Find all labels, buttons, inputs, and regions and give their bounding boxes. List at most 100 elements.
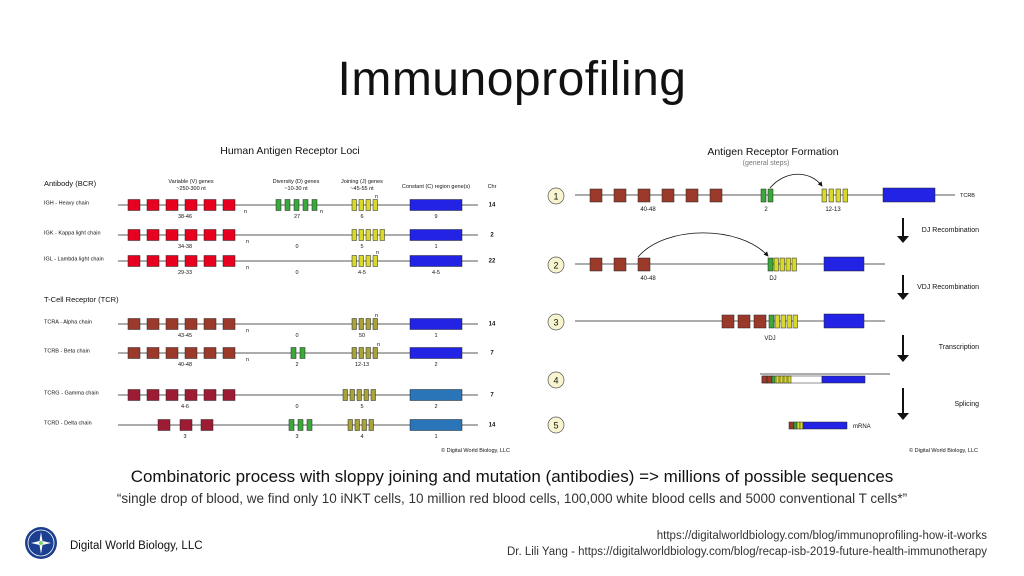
d-gene-segment	[275, 199, 282, 211]
v-gene-segment	[184, 347, 198, 359]
v-gene-segment	[165, 347, 179, 359]
d-gene-segment	[771, 375, 776, 384]
step-circle	[547, 187, 565, 205]
locus-name: IGL - Lambda light chain	[44, 257, 104, 263]
d-gene-count: 0	[295, 333, 298, 339]
v-gene-count: 3	[183, 434, 186, 440]
j-gene-segment	[356, 389, 362, 401]
j-gene-segment	[365, 255, 371, 267]
j-gene-segment	[372, 318, 378, 330]
j-gene-count: 5	[360, 244, 363, 250]
chr-header: Chr	[488, 184, 497, 190]
v-gene-count: 38-46	[178, 214, 192, 220]
reference-link-2[interactable]: Dr. Lili Yang - https://digitalworldbiol…	[506, 546, 987, 558]
chromosome-number: 7	[490, 393, 494, 399]
d-genes-header: Diversity (D) genes	[273, 179, 320, 185]
j-gene-segment	[358, 255, 364, 267]
d-gene-segment	[297, 419, 304, 431]
j-gene-segment	[787, 375, 792, 384]
j-genes-size: ~45-55 nt	[350, 186, 374, 192]
v-gene-segment	[165, 255, 179, 267]
n-marker: n	[246, 357, 249, 363]
chromosome-number: 14	[489, 203, 496, 209]
v-gene-segment	[222, 229, 236, 241]
digital-world-biology-logo-icon	[25, 527, 57, 559]
j-gene-segment	[774, 314, 780, 329]
step5-mrna: mRNA	[788, 421, 871, 430]
v-gene-segment	[222, 389, 236, 401]
v-gene-segment	[157, 419, 171, 431]
locus-name: IGK - Kappa light chain	[44, 231, 101, 237]
c-gene-segment	[409, 419, 463, 431]
j-gene-segment	[351, 229, 357, 241]
vdj-label: VDJ	[764, 336, 775, 342]
d-count-label: 2	[764, 207, 768, 213]
step3-vdj-recombined: VDJ	[575, 313, 885, 342]
v-gene-segment	[146, 255, 160, 267]
j-gene-segment	[351, 318, 357, 330]
d-gene-segment	[768, 314, 775, 329]
c-gene-segment	[823, 256, 865, 272]
v-gene-segment	[589, 188, 603, 203]
reference-link-1[interactable]: https://digitalworldbiology.com/blog/imm…	[656, 530, 987, 542]
j-gene-segment	[351, 199, 357, 211]
j-gene-count: 6	[360, 214, 363, 220]
n-marker: n	[246, 328, 249, 334]
c-gene-segment	[409, 199, 463, 211]
j-gene-segment	[775, 375, 780, 384]
d-gene-segment	[293, 199, 300, 211]
j-gene-segment	[372, 347, 378, 359]
v-gene-segment	[146, 318, 160, 330]
d-gene-count: 3	[295, 434, 298, 440]
arrow-head	[897, 236, 909, 243]
n-marker: n	[376, 250, 379, 256]
v-gene-count: 34-38	[178, 244, 192, 250]
j-gene-segment	[365, 229, 371, 241]
c-gene-count: 1	[434, 434, 437, 440]
j-genes-header: Joining (J) genes	[341, 179, 383, 185]
j-gene-segment	[779, 375, 784, 384]
j-gene-segment	[361, 419, 367, 431]
j-gene-segment	[358, 229, 364, 241]
process-step-arrow: Transcription	[897, 335, 979, 362]
v-gene-segment	[200, 419, 214, 431]
v-gene-segment	[184, 199, 198, 211]
j-gene-count: 4	[360, 434, 363, 440]
c-gene-segment	[882, 187, 936, 203]
j-gene-segment	[365, 318, 371, 330]
v-gene-segment	[203, 389, 217, 401]
v-gene-count: 43-45	[178, 333, 192, 339]
j-gene-segment	[796, 421, 801, 430]
v-genes-header: Variable (V) genes	[168, 179, 213, 185]
j-gene-segment	[785, 257, 791, 272]
v-gene-segment	[737, 314, 751, 329]
j-gene-segment	[365, 347, 371, 359]
v-gene-segment	[127, 347, 141, 359]
antigen-receptor-formation-panel: Antigen Receptor Formation(general steps…	[547, 146, 979, 454]
j-gene-segment	[358, 347, 364, 359]
d-gene-segment	[288, 419, 295, 431]
v-gene-segment	[222, 255, 236, 267]
n-marker: n	[320, 209, 323, 215]
formation-panel-title: Antigen Receptor Formation	[707, 146, 838, 158]
formation-copyright: © Digital World Biology, LLC	[909, 447, 978, 454]
step-marker: 5	[547, 416, 565, 434]
d-genes-size: ~10-30 nt	[284, 186, 308, 192]
slide-subtitle: Combinatoric process with sloppy joining…	[130, 467, 894, 486]
v-gene-segment	[165, 318, 179, 330]
step-marker: 1	[547, 187, 565, 205]
dj-label: DJ	[769, 276, 776, 282]
step-circle	[547, 313, 565, 331]
j-gene-segment	[835, 188, 841, 203]
d-gene-count: 0	[295, 404, 298, 410]
v-gene-segment	[203, 229, 217, 241]
v-gene-segment	[165, 389, 179, 401]
j-gene-segment	[347, 419, 353, 431]
step-circle	[547, 416, 565, 434]
v-gene-count: 40-48	[178, 362, 192, 368]
step4-primary-transcript	[760, 373, 890, 384]
